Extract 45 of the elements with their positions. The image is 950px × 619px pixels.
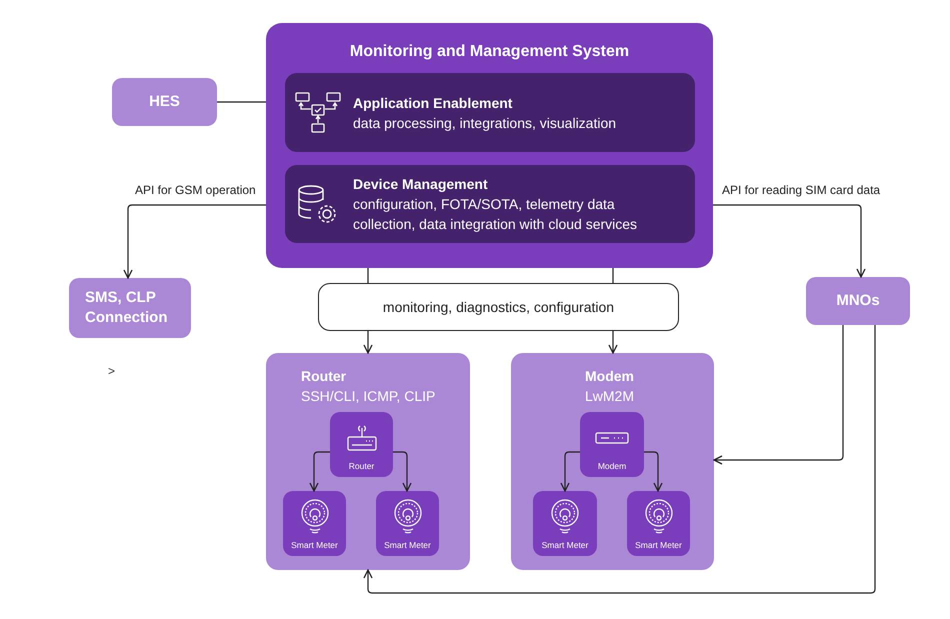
device-label: Modem xyxy=(598,461,626,473)
connector-arrow xyxy=(560,451,580,492)
module-card xyxy=(285,73,695,152)
protocol-list: SSH/CLI, ICMP, CLIP xyxy=(301,386,436,406)
connector-arrow xyxy=(363,325,876,594)
device-group-panel xyxy=(511,353,714,570)
box-label: HES xyxy=(149,92,180,112)
connector-arrow xyxy=(713,204,866,278)
group-title: Router xyxy=(301,367,348,386)
device-label: Router xyxy=(348,461,374,473)
box-label: SMS, CLP Connection xyxy=(85,288,168,328)
device-label: Smart Meter xyxy=(384,540,431,552)
box-label: MNOs xyxy=(836,291,880,311)
connector-arrow xyxy=(363,331,373,354)
device-group-panel xyxy=(266,353,470,570)
module-card xyxy=(285,165,695,243)
connector-arrow xyxy=(123,204,266,279)
module-title: Device Management xyxy=(353,175,489,194)
router-card xyxy=(330,412,393,477)
device-label: Smart Meter xyxy=(635,540,682,552)
connector-arrow xyxy=(713,325,844,465)
platform-panel xyxy=(266,23,713,268)
protocol-list: LwM2M xyxy=(585,386,634,406)
modem-card xyxy=(580,412,644,477)
device-label: Smart Meter xyxy=(542,540,588,552)
device-label: Smart Meter xyxy=(291,540,338,552)
connector-arrow xyxy=(608,331,618,354)
protocol-label: monitoring, diagnostics, configuration xyxy=(382,298,614,317)
system-box xyxy=(112,78,217,126)
module-description: configuration, FOTA/SOTA, telemetry data collection, data integration with cloud services xyxy=(353,195,638,234)
smart-meter-card xyxy=(283,491,346,556)
protocol-box xyxy=(318,283,679,331)
smart-meter-card xyxy=(533,491,597,556)
module-description: data processing, integrations, visualization xyxy=(353,114,618,132)
smart-meter-card xyxy=(627,491,690,556)
module-title: Application Enablement xyxy=(353,94,514,112)
connector-arrow xyxy=(309,451,330,492)
service-box xyxy=(69,278,191,338)
operator-box xyxy=(806,277,910,325)
panel-title: Monitoring and Management System xyxy=(348,42,630,62)
edge-label: API for GSM operation xyxy=(134,182,257,198)
chevron-mark: > xyxy=(108,363,116,380)
edge-label: API for reading SIM card data xyxy=(721,182,882,198)
group-title: Modem xyxy=(585,367,634,386)
smart-meter-card xyxy=(376,491,439,556)
